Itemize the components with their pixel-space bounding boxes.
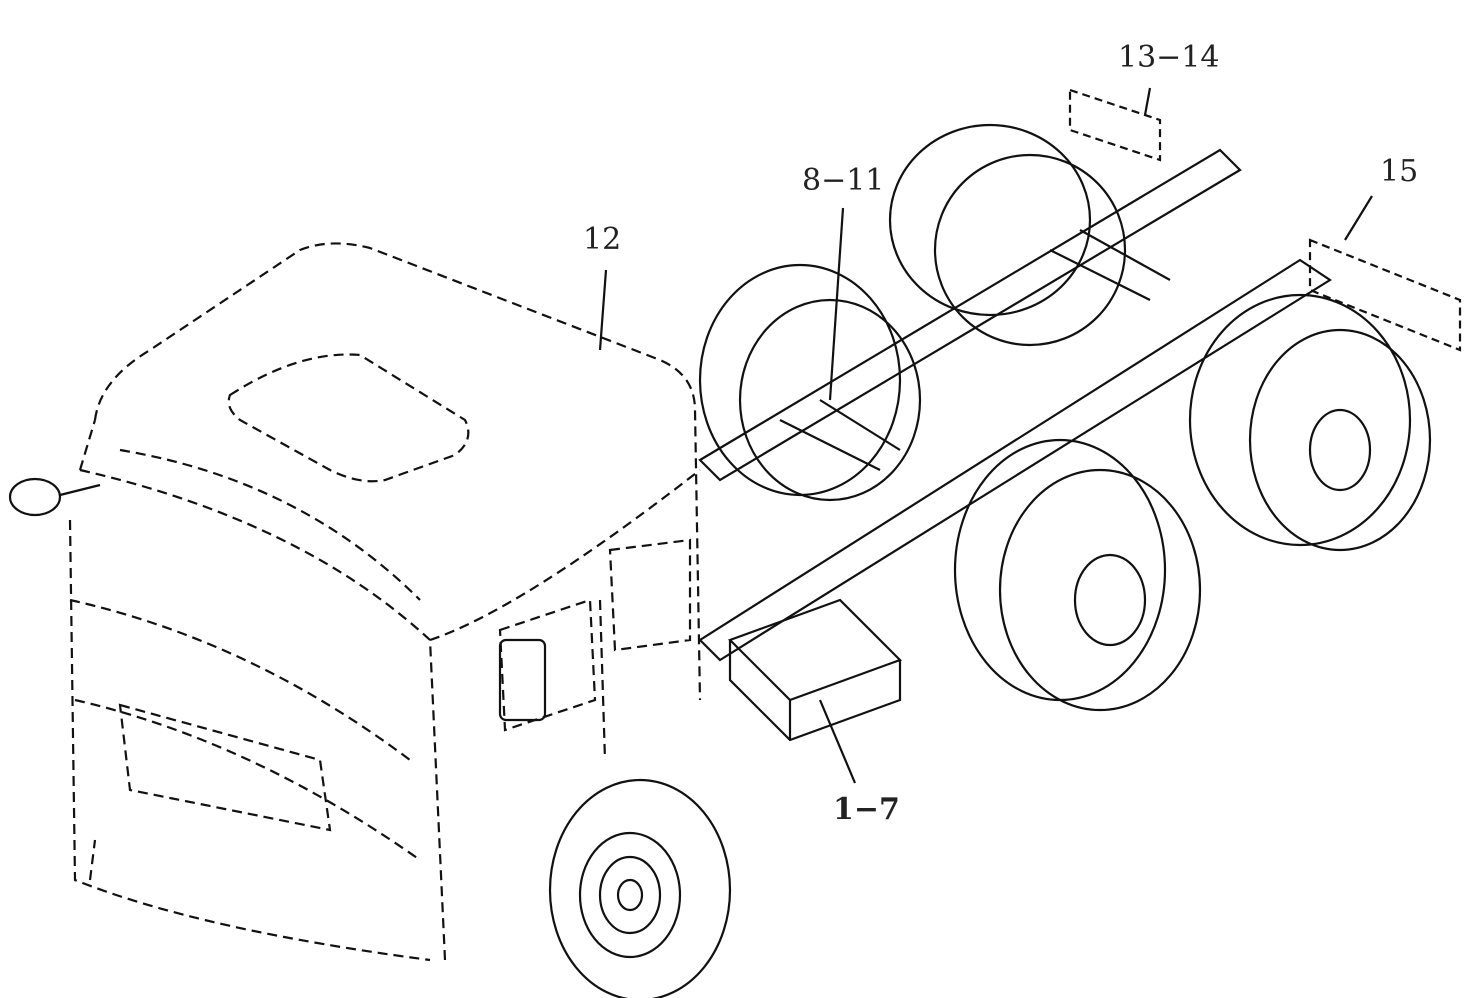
mirror bbox=[8, 477, 62, 517]
callout-12: 12 bbox=[583, 222, 622, 257]
leader-12 bbox=[598, 269, 608, 351]
leader-15 bbox=[1344, 195, 1373, 241]
battery-box bbox=[728, 598, 902, 742]
rear-wheels bbox=[698, 123, 1432, 712]
leader-1-7 bbox=[818, 699, 857, 784]
callout-15: 15 bbox=[1380, 154, 1419, 189]
cab bbox=[68, 242, 702, 962]
callout-13-14: 13−14 bbox=[1118, 40, 1220, 75]
rear-lamp-right bbox=[1308, 238, 1462, 352]
chassis-frame bbox=[698, 148, 1333, 662]
callout-1-7: 1−7 bbox=[833, 792, 900, 827]
callout-8-11: 8−11 bbox=[802, 163, 885, 198]
leader-13-14 bbox=[1143, 87, 1152, 116]
front-wheel bbox=[548, 778, 732, 998]
rear-lamp-left bbox=[1068, 88, 1162, 162]
leader-8-11 bbox=[828, 207, 845, 401]
